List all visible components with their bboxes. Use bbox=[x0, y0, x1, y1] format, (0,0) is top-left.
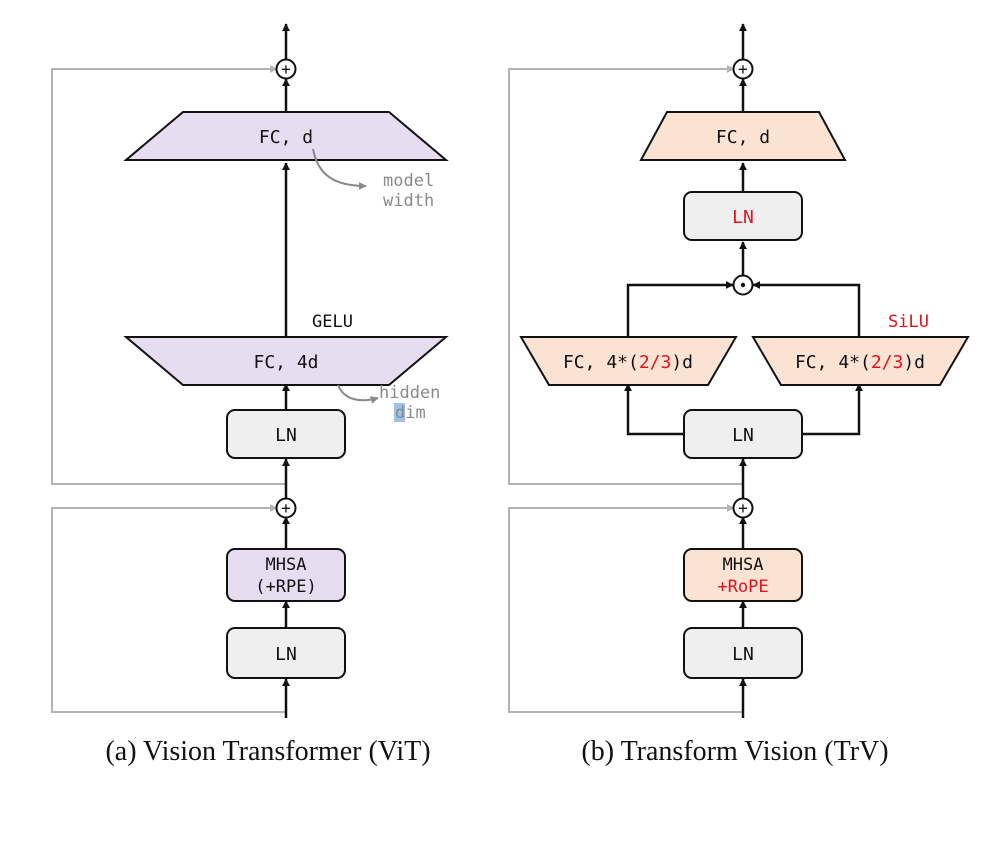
trv-fc-right-label: FC, 4*(2/3)d bbox=[795, 352, 925, 373]
vit-caption: (a) Vision Transformer (ViT) bbox=[105, 736, 430, 767]
vit-ln-upper-block bbox=[226, 409, 346, 459]
vit-diagram: + FC, d model width GELU FC, 4d hidden d… bbox=[51, 23, 449, 767]
trv-caption: (b) Transform Vision (TrV) bbox=[581, 736, 888, 767]
trv-add-node-top: + bbox=[732, 58, 754, 80]
vit-residual-upper bbox=[51, 65, 286, 485]
svg-text:+: + bbox=[281, 499, 291, 518]
vit-annot-selection-highlight bbox=[394, 403, 405, 422]
trv-mhsa-block bbox=[683, 548, 803, 602]
trv-mul-node bbox=[732, 274, 754, 296]
vit-ln-lower-label: LN bbox=[275, 644, 297, 665]
vit-fc-d-label: FC, d bbox=[259, 127, 313, 148]
vit-annot-model: model bbox=[383, 171, 434, 191]
trv-ln-mid-label: LN bbox=[732, 425, 754, 446]
trv-ln-top-block bbox=[683, 191, 803, 241]
trv-ln-top-label: LN bbox=[732, 207, 754, 228]
trv-activation-label: SiLU bbox=[888, 312, 929, 332]
vit-fc-4d-label: FC, 4d bbox=[253, 352, 318, 373]
vit-annot-dim: dim bbox=[395, 403, 426, 423]
trv-ln-lower-label: LN bbox=[732, 644, 754, 665]
vit-residual-lower bbox=[51, 504, 286, 713]
trv-fc-d-block bbox=[639, 111, 847, 161]
vit-fc-d-block bbox=[123, 111, 449, 161]
vit-rpe-label: (+RPE) bbox=[255, 577, 316, 597]
svg-text:+: + bbox=[281, 60, 291, 79]
trv-fc-right-block bbox=[751, 336, 970, 386]
vit-add-node-middle: + bbox=[275, 497, 297, 519]
trv-ln-lower-block bbox=[683, 627, 803, 679]
vit-activation-label: GELU bbox=[312, 312, 353, 332]
vit-annot-hidden: hidden bbox=[379, 383, 440, 403]
vit-hidden-dim-annotation-arrow bbox=[337, 384, 379, 404]
trv-branch-left bbox=[624, 383, 684, 436]
trv-residual-lower bbox=[508, 504, 743, 713]
vit-mhsa-label: MHSA bbox=[266, 555, 307, 575]
trv-branch-right bbox=[802, 383, 863, 436]
trv-diagram: + FC, d LN SiLU FC, 4*(2/3)d FC, 4*(2/3)… bbox=[508, 23, 970, 767]
trv-mhsa-label: MHSA bbox=[723, 555, 764, 575]
vit-annot-width: width bbox=[383, 191, 434, 211]
vit-ln-lower-block bbox=[226, 627, 346, 679]
vit-fc-4d-block bbox=[123, 336, 449, 386]
vit-model-width-annotation-arrow bbox=[312, 148, 367, 190]
svg-text:+: + bbox=[738, 60, 748, 79]
trv-merge-right bbox=[752, 281, 861, 336]
trv-add-node-middle: + bbox=[732, 497, 754, 519]
trv-rope-label: +RoPE bbox=[717, 577, 768, 597]
vit-add-node-top: + bbox=[275, 58, 297, 80]
trv-ln-mid-block bbox=[683, 409, 803, 459]
vit-mhsa-block bbox=[226, 548, 346, 602]
trv-fc-d-label: FC, d bbox=[716, 127, 770, 148]
trv-fc-left-label: FC, 4*(2/3)d bbox=[563, 352, 693, 373]
vit-ln-upper-label: LN bbox=[275, 425, 297, 446]
svg-text:+: + bbox=[738, 499, 748, 518]
trv-merge-left bbox=[626, 281, 734, 336]
trv-residual-upper bbox=[508, 65, 743, 485]
trv-fc-left-block bbox=[519, 336, 738, 386]
